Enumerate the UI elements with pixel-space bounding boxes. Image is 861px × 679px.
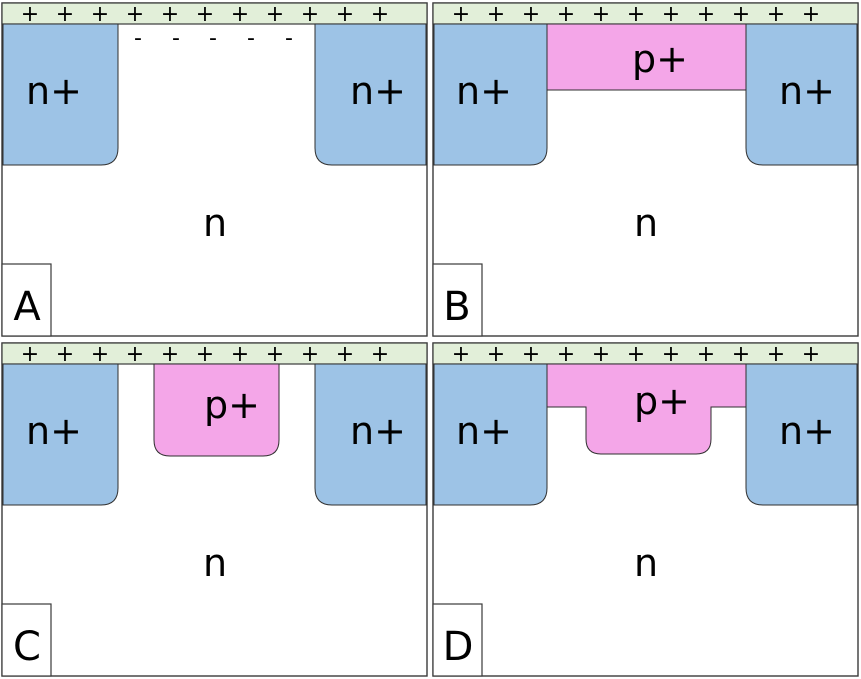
panel-a-right-nplus — [314, 23, 427, 166]
panel-c-right-nplus — [314, 363, 427, 506]
panel-b: + + + + + + + + + + + p+ n+ n+ n B — [432, 2, 859, 337]
oxide-charge: + — [231, 2, 249, 27]
panel-b-oxide-charges: + + + + + + + + + + + — [452, 2, 820, 27]
panel-c-substrate-label: n — [203, 541, 227, 585]
panel-a: + + + + + + + + + + + - - - - - n+ n+ n … — [1, 2, 428, 337]
oxide-charge: + — [767, 2, 785, 27]
panel-c: + + + + + + + + + + + p+ n+ n+ n C — [1, 342, 428, 677]
panel-d-letter: D — [443, 624, 474, 670]
panel-b-right-nplus-label: n+ — [779, 69, 835, 113]
oxide-charge: + — [91, 342, 109, 367]
surface-charge: - — [172, 26, 180, 51]
panel-d-left-nplus-label: n+ — [456, 409, 512, 453]
oxide-charge: + — [522, 2, 540, 27]
panel-b-letter-box — [432, 263, 483, 337]
panel-c-left-nplus — [2, 363, 119, 506]
oxide-charge: + — [487, 342, 505, 367]
oxide-charge: + — [196, 342, 214, 367]
panel-d-pplus-region — [546, 363, 747, 455]
panel-c-right-nplus-label: n+ — [350, 409, 406, 453]
oxide-charge: + — [522, 342, 540, 367]
oxide-charge: + — [697, 2, 715, 27]
oxide-charge: + — [266, 2, 284, 27]
oxide-charge: + — [662, 2, 680, 27]
panel-c-pplus-region — [153, 363, 280, 457]
panel-a-oxide-layer — [1, 2, 428, 25]
panel-d-right-nplus-label: n+ — [779, 409, 835, 453]
oxide-charge: + — [21, 342, 39, 367]
oxide-charge: + — [266, 342, 284, 367]
panel-b-letter: B — [443, 284, 470, 330]
surface-charge: - — [285, 26, 293, 51]
oxide-charge: + — [697, 342, 715, 367]
oxide-charge: + — [452, 342, 470, 367]
panel-d-left-nplus — [433, 363, 548, 506]
oxide-charge: + — [557, 342, 575, 367]
panel-d-letter-box — [432, 603, 483, 677]
panel-a-substrate-label: n — [203, 201, 227, 245]
panel-c-oxide-charges: + + + + + + + + + + + — [21, 342, 389, 367]
panel-b-right-nplus — [745, 23, 858, 166]
oxide-charge: + — [767, 342, 785, 367]
oxide-charge: + — [126, 2, 144, 27]
oxide-charge: + — [196, 2, 214, 27]
oxide-charge: + — [627, 342, 645, 367]
panel-b-substrate-label: n — [634, 201, 658, 245]
oxide-charge: + — [452, 2, 470, 27]
panel-c-letter-box — [1, 603, 52, 677]
oxide-charge: + — [231, 342, 249, 367]
oxide-charge: + — [336, 342, 354, 367]
panel-a-letter-box — [1, 263, 52, 337]
oxide-charge: + — [161, 342, 179, 367]
oxide-charge: + — [802, 342, 820, 367]
oxide-charge: + — [161, 2, 179, 27]
oxide-charge: + — [21, 2, 39, 27]
panel-d-substrate-label: n — [634, 541, 658, 585]
panel-d-right-nplus — [745, 363, 858, 506]
oxide-charge: + — [56, 342, 74, 367]
oxide-charge: + — [662, 342, 680, 367]
oxide-charge: + — [336, 2, 354, 27]
oxide-charge: + — [126, 342, 144, 367]
oxide-charge: + — [592, 2, 610, 27]
oxide-charge: + — [732, 342, 750, 367]
oxide-charge: + — [371, 2, 389, 27]
panel-a-left-nplus-label: n+ — [26, 69, 82, 113]
panel-a-letter: A — [13, 284, 41, 330]
oxide-charge: + — [301, 342, 319, 367]
panel-b-left-nplus — [433, 23, 548, 166]
panel-d: + + + + + + + + + + + p+ n+ n+ n D — [432, 342, 859, 677]
oxide-charge: + — [802, 2, 820, 27]
surface-charge: - — [134, 26, 142, 51]
panel-b-left-nplus-label: n+ — [456, 69, 512, 113]
oxide-charge: + — [592, 342, 610, 367]
panel-a-right-nplus-label: n+ — [350, 69, 406, 113]
panel-d-oxide-charges: + + + + + + + + + + + — [452, 342, 820, 367]
panel-b-pplus-region — [546, 23, 747, 91]
oxide-charge: + — [557, 2, 575, 27]
oxide-charge: + — [91, 2, 109, 27]
panel-a-oxide-charges: + + + + + + + + + + + — [21, 2, 389, 27]
panel-a-left-nplus — [2, 23, 119, 166]
panel-a-surface-charges: - - - - - — [134, 26, 293, 51]
oxide-charge: + — [301, 2, 319, 27]
oxide-charge: + — [371, 342, 389, 367]
panel-d-pplus-label: p+ — [634, 379, 690, 423]
panel-c-pplus-label: p+ — [204, 383, 260, 427]
panel-b-pplus-label: p+ — [632, 37, 688, 81]
surface-charge: - — [247, 26, 255, 51]
surface-charge: - — [209, 26, 217, 51]
panel-c-left-nplus-label: n+ — [26, 409, 82, 453]
oxide-charge: + — [627, 2, 645, 27]
oxide-charge: + — [732, 2, 750, 27]
oxide-charge: + — [487, 2, 505, 27]
oxide-charge: + — [56, 2, 74, 27]
panel-c-letter: C — [13, 624, 41, 670]
